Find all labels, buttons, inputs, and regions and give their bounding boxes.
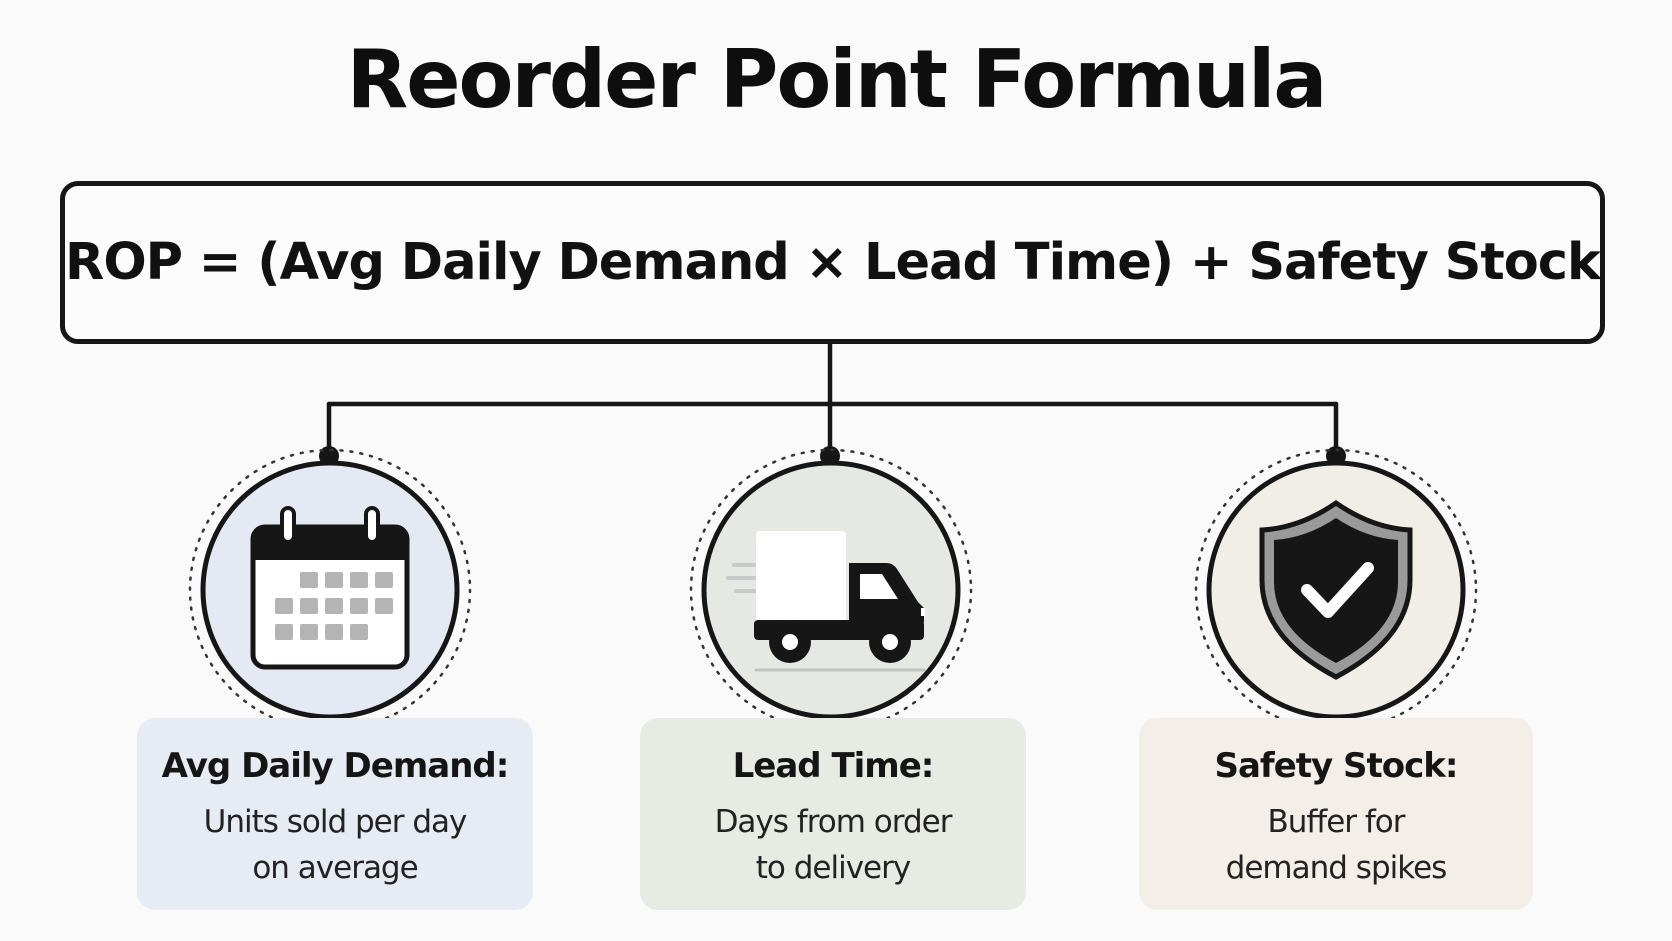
card-description-line: Units sold per day [203, 803, 468, 840]
shield-badge [1194, 448, 1478, 732]
component-card-lead-time: Lead Time: Days from order to delivery [640, 718, 1026, 910]
card-description: Units sold per day on average [137, 799, 533, 891]
connector-lines [326, 341, 1339, 460]
card-title: Avg Daily Demand: [161, 746, 510, 786]
calendar-badge [188, 448, 472, 732]
connector-dot-2 [820, 446, 840, 466]
connector-dot-1 [319, 446, 339, 466]
formula-box: ROP = (Avg Daily Demand × Lead Time) + S… [60, 181, 1605, 344]
calendar-badge-ring [200, 460, 460, 720]
formula-text: ROP = (Avg Daily Demand × Lead Time) + S… [65, 233, 1601, 292]
card-title: Safety Stock: [1214, 746, 1459, 786]
connector-dot-3 [1326, 446, 1346, 466]
truck-badge [689, 448, 973, 732]
truck-badge-ring [701, 460, 961, 720]
calendar-icon [250, 506, 410, 670]
shield-check-icon [1259, 499, 1413, 680]
card-description-line: demand spikes [1225, 849, 1448, 886]
card-description-line: on average [252, 849, 418, 886]
card-description-line: Buffer for [1267, 803, 1405, 840]
card-description-line: Days from order [714, 803, 953, 840]
card-title: Lead Time: [732, 746, 935, 786]
shield-badge-ring [1206, 460, 1466, 720]
card-description: Days from order to delivery [640, 799, 1026, 891]
card-description-line: to delivery [755, 849, 911, 886]
component-card-avg-daily-demand: Avg Daily Demand: Units sold per day on … [137, 718, 533, 910]
card-description: Buffer for demand spikes [1139, 799, 1533, 891]
diagram-title: Reorder Point Formula [346, 33, 1328, 126]
component-card-safety-stock: Safety Stock: Buffer for demand spikes [1139, 718, 1533, 910]
truck-icon [726, 531, 926, 672]
connector-dots [319, 446, 1346, 466]
